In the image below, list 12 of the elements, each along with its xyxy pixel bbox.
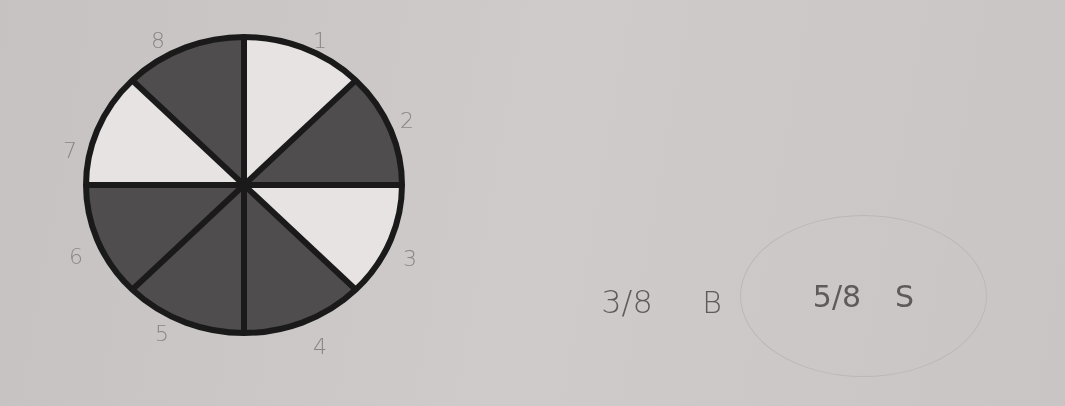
sector-number: 3 <box>403 245 417 271</box>
sector-number: 8 <box>151 27 165 53</box>
sector-number: 7 <box>63 137 77 163</box>
sector-number: 2 <box>400 107 414 133</box>
handwritten-note: S <box>895 278 915 314</box>
handwritten-note: 5/8 <box>812 278 862 314</box>
handwritten-note: 3/8 <box>601 283 653 321</box>
sector-number: 6 <box>69 243 83 269</box>
handwritten-note: B <box>702 284 722 320</box>
sector-number: 4 <box>313 333 327 359</box>
sector-number: 5 <box>155 320 169 346</box>
sector-number: 1 <box>313 27 327 53</box>
